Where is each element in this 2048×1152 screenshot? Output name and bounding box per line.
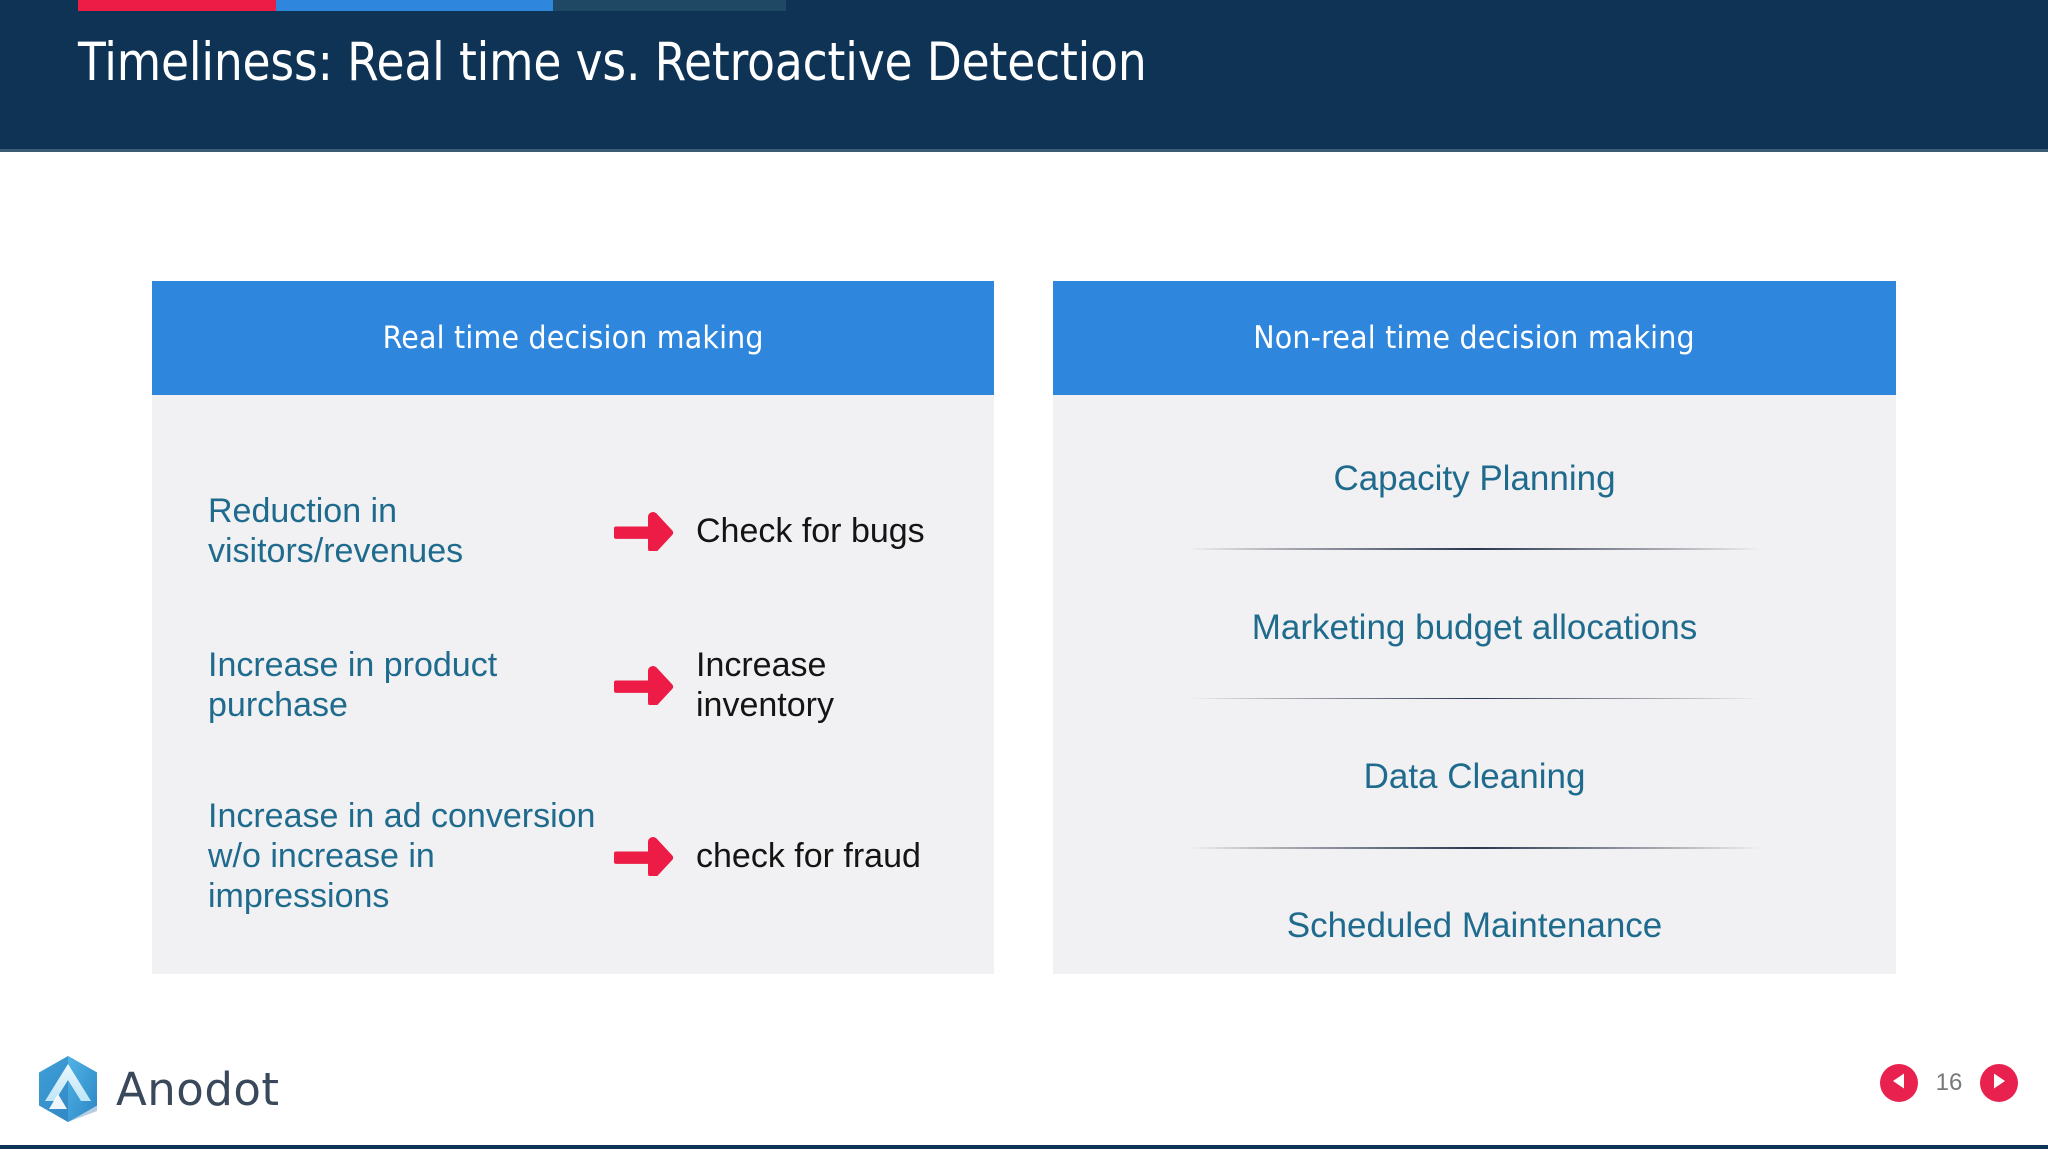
spacer [1053, 550, 1896, 580]
panel-header-non-real-time: Non-real time decision making [1053, 281, 1896, 395]
spacer [1053, 825, 1896, 847]
list-divider [1188, 697, 1761, 700]
table-row: Reduction in visitors/revenues Check for… [152, 453, 994, 609]
row-cause-text: Reduction in visitors/revenues [208, 491, 464, 570]
accent-segment-slate [553, 0, 786, 11]
page-title: Timeliness: Real time vs. Retroactive De… [78, 32, 1147, 93]
arrow-right-icon [604, 511, 686, 551]
panel-body-non-real-time: Capacity Planning Marketing budget alloc… [1053, 395, 1896, 974]
panel-header-real-time: Real time decision making [152, 281, 994, 395]
triangle-left-icon [1891, 1072, 1907, 1095]
anodot-hexagon-logo-icon [36, 1054, 100, 1124]
accent-segment-blue [276, 0, 553, 11]
panel-real-time: Real time decision making Reduction in v… [152, 281, 994, 974]
prev-slide-button[interactable] [1880, 1064, 1918, 1102]
real-time-row-list: Reduction in visitors/revenues Check for… [152, 395, 994, 974]
footer-rule [0, 1145, 2048, 1149]
row-effect-text: Check for bugs [696, 511, 925, 550]
row-effect-text: Increase inventory [696, 645, 834, 724]
list-item: Marketing budget allocations [1251, 607, 1698, 647]
accent-bar [78, 0, 786, 11]
panel-header-label-left: Real time decision making [382, 320, 764, 356]
table-row: Increase in product purchase Increase in… [152, 609, 994, 761]
accent-segment-red [78, 0, 276, 11]
row-cause-text: Increase in product purchase [208, 645, 498, 724]
spacer [1053, 849, 1896, 879]
list-divider [1188, 548, 1761, 551]
slide-header: Timeliness: Real time vs. Retroactive De… [0, 0, 2048, 152]
table-row: Increase in ad conversion w/o increase i… [152, 761, 994, 951]
spacer [1053, 676, 1896, 698]
arrow-right-icon [604, 836, 686, 876]
panel-body-real-time: Reduction in visitors/revenues Check for… [152, 395, 994, 974]
panel-non-real-time: Non-real time decision making Capacity P… [1053, 281, 1896, 974]
list-divider [1188, 846, 1761, 849]
spacer [1053, 526, 1896, 548]
brand-logo: Anodot [36, 1054, 280, 1124]
spacer [1053, 699, 1896, 729]
triangle-right-icon [1991, 1072, 2007, 1095]
list-item: Scheduled Maintenance [1286, 906, 1663, 946]
row-effect-text: check for fraud [696, 836, 921, 875]
brand-wordmark: Anodot [116, 1062, 280, 1116]
page-number: 16 [1935, 1069, 1963, 1096]
arrow-right-icon [604, 665, 686, 705]
panel-header-label-right: Non-real time decision making [1253, 320, 1696, 356]
row-cause-text: Increase in ad conversion w/o increase i… [208, 796, 596, 916]
list-item: Data Cleaning [1363, 756, 1586, 796]
next-slide-button[interactable] [1980, 1064, 2018, 1102]
list-item: Capacity Planning [1333, 458, 1616, 498]
slide-footer: Anodot 16 [0, 1040, 2048, 1152]
slide-pager: 16 [1880, 1064, 2018, 1102]
non-real-time-item-list: Capacity Planning Marketing budget alloc… [1053, 395, 1896, 974]
header-underline [0, 149, 2048, 152]
